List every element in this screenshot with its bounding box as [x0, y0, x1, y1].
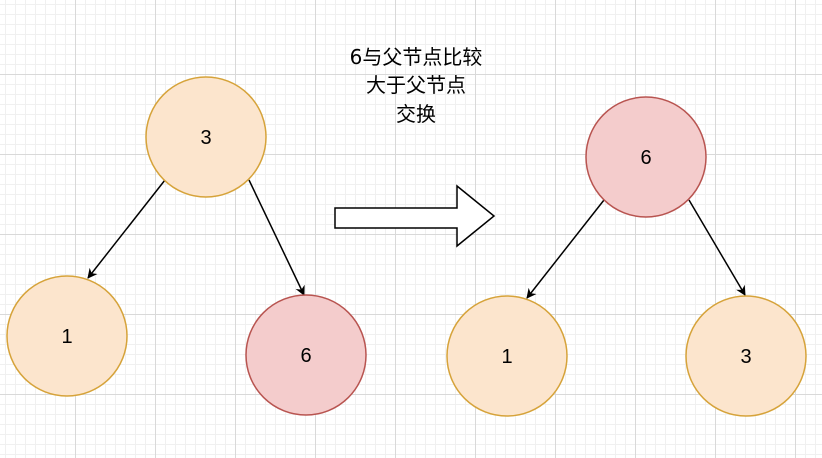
transition-arrow: [334, 184, 496, 248]
node-circle: [585, 96, 707, 218]
node-label: 3: [200, 127, 211, 149]
node-label: 1: [61, 326, 72, 348]
after-edge-root-right: [688, 199, 746, 296]
node-label: 1: [501, 346, 512, 368]
caption: 6与父节点比较 大于父节点 交换: [350, 45, 483, 126]
node-circle: [245, 294, 367, 416]
after-left-node[interactable]: 1: [446, 295, 568, 417]
caption-line-2: 大于父节点: [366, 73, 466, 97]
before-left-node[interactable]: 1: [6, 275, 128, 397]
before-tree: 3 1 6: [6, 76, 367, 416]
node-label: 3: [740, 346, 751, 368]
before-right-node[interactable]: 6: [245, 294, 367, 416]
after-right-node[interactable]: 3: [685, 295, 807, 417]
before-edge-root-left: [87, 179, 166, 279]
after-root-node[interactable]: 6: [585, 96, 707, 218]
node-circle: [446, 295, 568, 417]
node-label: 6: [640, 147, 651, 169]
node-circle: [6, 275, 128, 397]
after-tree: 6 1 3: [446, 96, 807, 417]
node-circle: [685, 295, 807, 417]
node-label: 6: [300, 345, 311, 367]
caption-line-3: 交换: [396, 102, 436, 126]
before-root-node[interactable]: 3: [145, 76, 267, 198]
node-circle: [145, 76, 267, 198]
after-edge-root-left: [526, 199, 605, 299]
before-edge-root-right: [248, 179, 305, 296]
caption-line-1: 6与父节点比较: [350, 45, 483, 69]
